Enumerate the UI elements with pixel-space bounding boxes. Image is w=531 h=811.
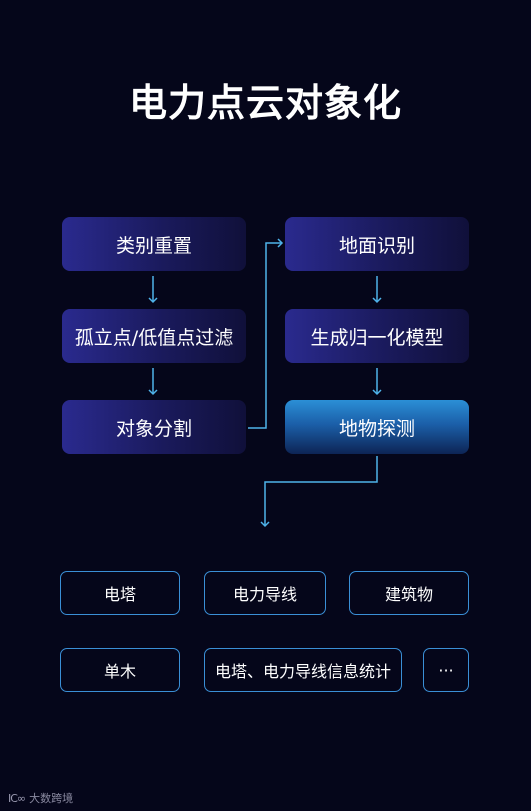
step-object-segmentation: 对象分割 bbox=[62, 400, 246, 454]
step-normalized-model: 生成归一化模型 bbox=[285, 309, 469, 363]
arrow-to-outputs bbox=[260, 456, 378, 528]
output-single-tree: 单木 bbox=[60, 648, 180, 692]
step-outlier-filter: 孤立点/低值点过滤 bbox=[62, 309, 246, 363]
brand-name: 大数跨境 bbox=[29, 792, 74, 805]
step-category-reset: 类别重置 bbox=[62, 217, 246, 271]
output-tower: 电塔 bbox=[60, 571, 180, 615]
output-statistics: 电塔、电力导线信息统计 bbox=[204, 648, 402, 692]
output-power-line: 电力导线 bbox=[204, 571, 326, 615]
step-feature-detection: 地物探测 bbox=[285, 400, 469, 454]
brand-logo: IC∞ bbox=[8, 791, 26, 805]
page-title: 电力点云对象化 bbox=[128, 81, 402, 125]
arrow-left-to-right bbox=[248, 238, 284, 429]
output-building: 建筑物 bbox=[349, 571, 469, 615]
output-more: ··· bbox=[423, 648, 469, 692]
footer-watermark: IC∞ 大数跨境 bbox=[8, 790, 73, 806]
step-ground-detection: 地面识别 bbox=[285, 217, 469, 271]
